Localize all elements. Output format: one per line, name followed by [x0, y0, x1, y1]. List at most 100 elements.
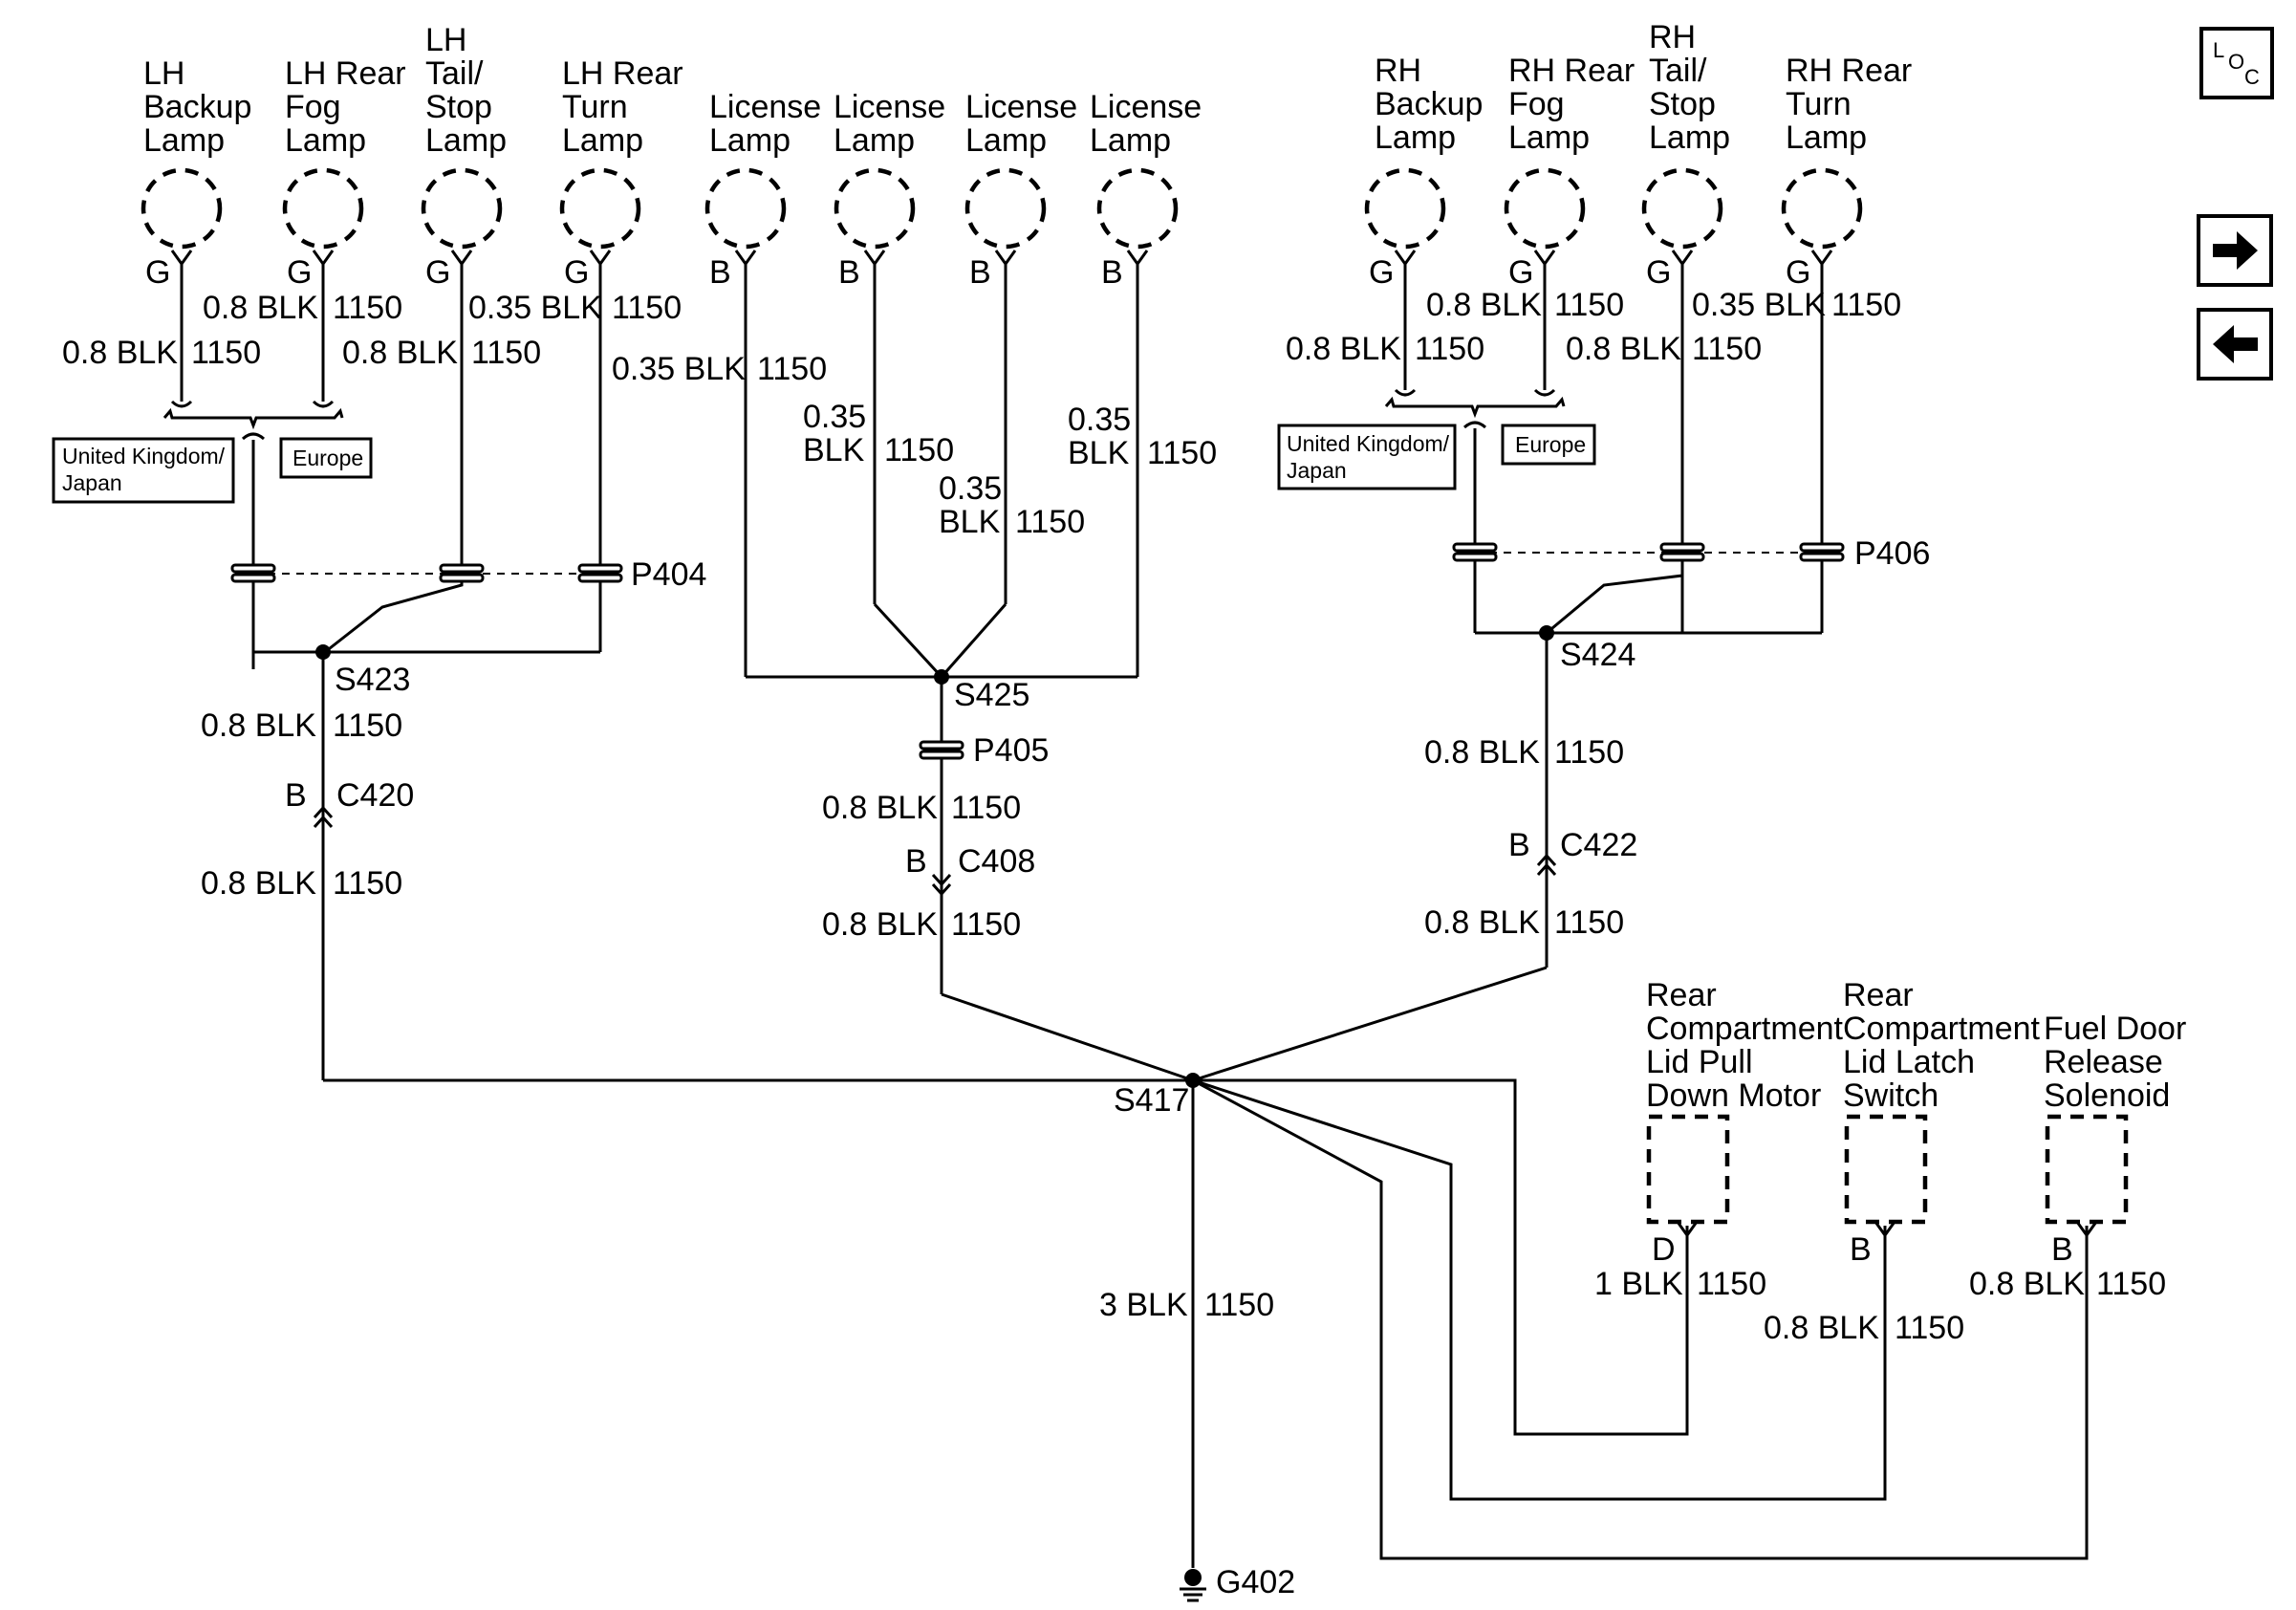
- wire-gauge: 0.35: [803, 399, 866, 435]
- lamp-symbol: [141, 167, 223, 250]
- lh-tail-label-1: LH: [425, 22, 466, 58]
- p405-connector: P405: [919, 732, 1049, 769]
- wire-color: BLK: [803, 432, 865, 468]
- wire-circuit: 1150: [333, 707, 402, 744]
- lamp-symbol: [1504, 167, 1586, 250]
- wire-circuit: 1150: [1415, 331, 1484, 367]
- loc-l: L: [2213, 38, 2224, 62]
- c408-label: C408: [958, 843, 1035, 880]
- lh-backup-label-2: Backup: [143, 89, 251, 125]
- lamp-symbol: [282, 167, 364, 250]
- loc-o: O: [2228, 50, 2244, 74]
- wire-circuit: 1150: [1831, 287, 1901, 323]
- lamp-symbol: [1096, 167, 1179, 250]
- lh-backup-label-1: LH: [143, 55, 184, 92]
- uk-japan-box: [52, 437, 235, 504]
- pin-letter: B: [285, 777, 307, 814]
- rh-fog-label-2: Fog: [1508, 86, 1565, 122]
- rh-wiring: [1384, 264, 1824, 968]
- wire-circuit: 1150: [1697, 1266, 1766, 1302]
- europe-label: Europe: [292, 446, 363, 470]
- wire-size: 0.8 BLK: [1969, 1266, 2085, 1302]
- pin-letter: D: [1652, 1231, 1676, 1268]
- rh-backup-lamp: RH Backup Lamp: [1364, 53, 1483, 250]
- ground-label: G402: [1216, 1564, 1295, 1600]
- license-label-1: License: [709, 89, 821, 125]
- component-box: [1646, 1114, 1730, 1225]
- wire-circuit: 1150: [951, 790, 1021, 826]
- wire-size: 0.8 BLK: [1286, 331, 1401, 367]
- main-ground-wiring: [323, 966, 2089, 1568]
- rh-turn-lamp: RH Rear Turn Lamp: [1781, 53, 1912, 250]
- lamp-symbol: [834, 167, 916, 250]
- wire-circuit: 1150: [1204, 1287, 1274, 1323]
- c420-label: C420: [336, 777, 414, 814]
- splice-s424-label: S424: [1560, 637, 1635, 673]
- pin-letter: B: [1508, 827, 1530, 863]
- pin-letter: B: [969, 254, 991, 291]
- uk-japan-box: [1277, 424, 1457, 490]
- lh-turn-label-3: Lamp: [562, 122, 643, 159]
- rh-wire-labels: 0.8 BLK 1150 0.8 BLK 1150 0.35 BLK 1150 …: [1286, 287, 1901, 941]
- wire-circuit: 1150: [612, 290, 682, 326]
- switch-label-4: Switch: [1843, 1077, 1939, 1114]
- wire-size: 3 BLK: [1099, 1287, 1188, 1323]
- motor-label-1: Rear: [1646, 977, 1717, 1013]
- europe-box: [1501, 424, 1596, 466]
- pin-letter: G: [287, 254, 312, 291]
- wire-size: 0.8 BLK: [201, 707, 316, 744]
- rh-backup-label-2: Backup: [1375, 86, 1483, 122]
- splice-s424-dot: [1539, 625, 1554, 641]
- europe-box: [279, 437, 373, 479]
- switch-label-2: Compartment: [1843, 1011, 2041, 1047]
- c408-connector: [931, 873, 952, 897]
- lamp-symbol: [964, 167, 1047, 250]
- lid-pull-down-motor: Rear Compartment Lid Pull Down Motor D 1…: [1594, 977, 1844, 1302]
- c420-connector: [313, 805, 334, 829]
- rh-tail-label-3: Stop: [1649, 86, 1716, 122]
- fuel-label-2: Release: [2044, 1044, 2163, 1080]
- license-lamp-1: License Lamp: [704, 89, 821, 250]
- europe-label: Europe: [1515, 432, 1586, 457]
- p406-label: P406: [1854, 535, 1930, 572]
- rh-tail-lamp: RH Tail/ Stop Lamp: [1641, 19, 1730, 250]
- wire-circuit: 1150: [1147, 435, 1217, 471]
- rh-turn-label-2: Turn: [1786, 86, 1852, 122]
- lh-backup-lamp: LH Backup Lamp: [141, 55, 251, 250]
- splice-s423-label: S423: [335, 662, 410, 698]
- wire-gauge: 0.35: [1068, 402, 1131, 438]
- wire-circuit: 1150: [1554, 734, 1624, 771]
- uk-japan-line-2: Japan: [1287, 458, 1347, 483]
- license-label-2: Lamp: [834, 122, 915, 159]
- lamp-symbol: [704, 167, 787, 250]
- splice-s425-label: S425: [954, 677, 1029, 713]
- lh-fog-label-2: Fog: [285, 89, 341, 125]
- uk-japan-line-1: United Kingdom/: [1287, 431, 1450, 456]
- lamp-symbol: [1781, 167, 1863, 250]
- lh-fog-label-3: Lamp: [285, 122, 366, 159]
- wire-circuit: 1150: [333, 865, 402, 902]
- next-page-button[interactable]: [2197, 214, 2273, 287]
- wire-size: 0.8 BLK: [62, 335, 178, 371]
- motor-label-3: Lid Pull: [1646, 1044, 1753, 1080]
- wire-circuit: 1150: [191, 335, 261, 371]
- fuel-door-solenoid: Fuel Door Release Solenoid B 0.8 BLK 115…: [1969, 1011, 2186, 1302]
- rh-option-boxes: United Kingdom/ Japan Europe: [1277, 424, 1596, 490]
- location-button[interactable]: L O C: [2199, 27, 2274, 99]
- motor-label-2: Compartment: [1646, 1011, 1844, 1047]
- lh-turn-lamp: LH Rear Turn Lamp: [559, 55, 683, 250]
- license-label-2: Lamp: [965, 122, 1047, 159]
- wire-size: 0.35 BLK: [468, 290, 602, 326]
- pin-letter: B: [905, 843, 927, 880]
- wire-size: 0.8 BLK: [1764, 1310, 1879, 1346]
- arrow-left-icon: [2213, 325, 2258, 363]
- previous-page-button[interactable]: [2197, 308, 2273, 381]
- arrow-right-icon: [2213, 231, 2258, 270]
- wire-size: 0.35 BLK: [612, 351, 746, 387]
- p405-label: P405: [973, 732, 1049, 769]
- rh-fog-lamp: RH Rear Fog Lamp: [1504, 53, 1635, 250]
- lid-latch-switch: Rear Compartment Lid Latch Switch B 0.8 …: [1764, 977, 2041, 1346]
- license-label-1: License: [1090, 89, 1202, 125]
- rh-turn-label-3: Lamp: [1786, 120, 1867, 156]
